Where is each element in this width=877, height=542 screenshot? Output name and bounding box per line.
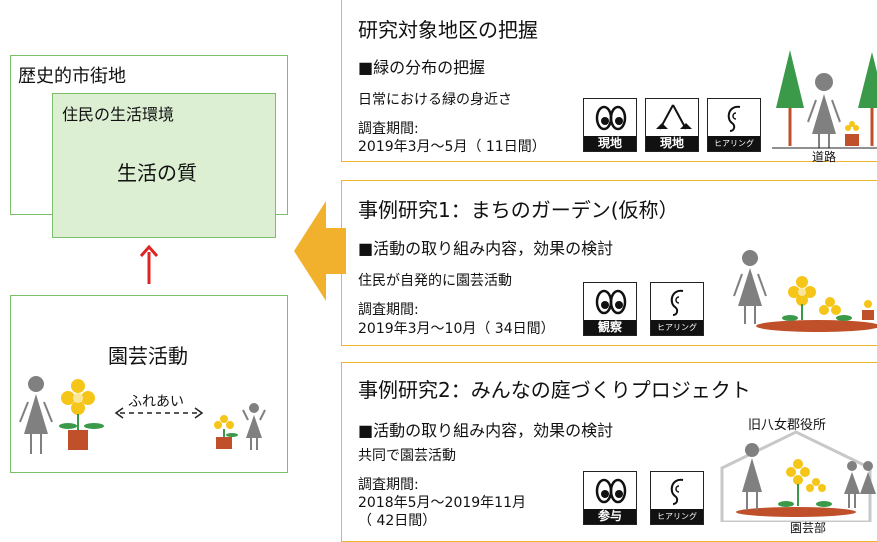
panel-case-study-1-desc: 住民が自発的に園芸活動	[358, 273, 512, 289]
panel-case-study-2-subtitle: ■活動の取り組み内容，効果の検討	[358, 421, 614, 440]
eyes-icon: 参与	[583, 471, 637, 525]
living-environment-title: 住民の生活環境	[62, 105, 175, 124]
quality-of-life-label: 生活の質	[117, 161, 197, 185]
gardening-activity-title: 園芸活動	[108, 344, 188, 368]
panel-case-study-1-period: 2019年3月～10月（ 34日間）	[358, 321, 555, 337]
icon-label: ヒアリング	[651, 320, 703, 335]
ruler-icon: 現地	[645, 98, 699, 152]
small-flower-pot-icon	[214, 415, 238, 449]
icon-label: ヒアリング	[708, 136, 760, 151]
living-environment-box	[52, 93, 276, 238]
panel-area-survey-subtitle: ■緑の分布の把握	[358, 58, 486, 77]
street-scene-illustration	[772, 50, 877, 149]
road-label: 道路	[812, 150, 837, 164]
eyes-icon: 観察	[583, 282, 637, 336]
flower-pot-icon	[59, 379, 104, 450]
left-arrow-icon	[294, 201, 346, 301]
old-office-label: 旧八女郡役所	[748, 418, 827, 433]
icon-label: 参与	[584, 509, 636, 524]
panel-case-study-2-desc: 共同で園芸活動	[358, 448, 456, 464]
icon-label: 観察	[584, 320, 636, 335]
panel-area-survey-period: 2019年3月～5月（ 11日間）	[358, 139, 546, 155]
gardening-club-label: 園芸部	[790, 521, 827, 535]
adult-person-icon	[19, 376, 53, 454]
panel-case-study-1-subtitle: ■活動の取り組み内容，効果の検討	[358, 239, 614, 258]
panel-case-study-2-period: 2018年5月～2019年11月	[358, 495, 526, 511]
icon-label: 現地	[646, 136, 698, 151]
panel-area-survey-period-label: 調査期間:	[358, 121, 419, 137]
panel-area-survey-title: 研究対象地区の把握	[358, 18, 538, 42]
panel-case-study-1	[341, 180, 877, 346]
historic-district-title: 歴史的市街地	[18, 66, 126, 87]
icon-label: ヒアリング	[651, 509, 703, 524]
community-garden-illustration	[720, 430, 876, 522]
child-person-icon	[242, 403, 266, 450]
panel-case-study-2-period-label: 調査期間:	[358, 477, 419, 493]
panel-case-study-1-period-label: 調査期間:	[358, 302, 419, 318]
panel-case-study-1-title: 事例研究1：まちのガーデン(仮称）	[358, 198, 679, 222]
up-arrow-icon	[139, 244, 159, 284]
garden-scene-illustration	[733, 250, 877, 332]
interaction-label: ふれあい	[128, 394, 184, 410]
ear-icon: ヒアリング	[707, 98, 761, 152]
panel-case-study-2-title: 事例研究2：みんなの庭づくりプロジェクト	[358, 378, 751, 402]
gardening-activity-box	[10, 295, 288, 473]
double-arrow-icon	[114, 407, 204, 419]
panel-area-survey-desc: 日常における緑の身近さ	[358, 92, 512, 108]
panel-case-study-2-period-days: （ 42日間）	[358, 513, 437, 529]
panel-area-survey	[341, 0, 877, 162]
ear-icon: ヒアリング	[650, 471, 704, 525]
ear-icon: ヒアリング	[650, 282, 704, 336]
icon-label: 現地	[584, 136, 636, 151]
eyes-icon: 現地	[583, 98, 637, 152]
